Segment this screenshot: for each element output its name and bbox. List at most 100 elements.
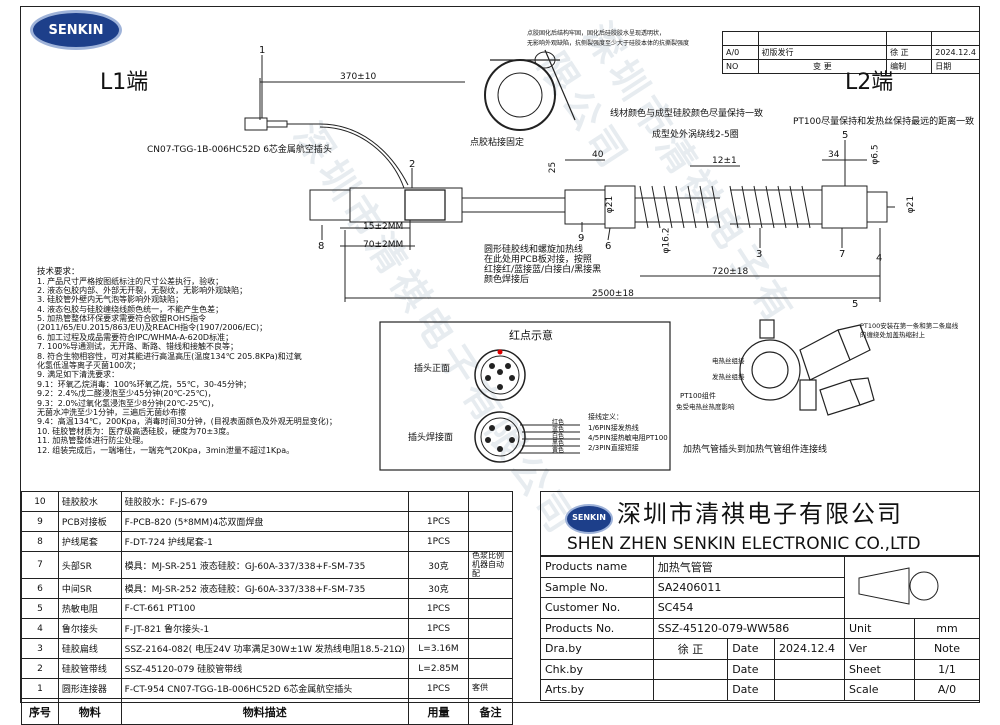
tech-line: 9.1：环氧乙烷消毒：100%环氧乙烷，55℃，30-45分钟； [37,379,252,389]
tech-line: 9.3：2.0%过氧化氢浸泡至少8分钟(20℃-25℃)， [37,398,219,408]
wire-color: 白色 [552,433,565,440]
tb-label: Products No. [540,617,654,639]
tech-line: 10. 硅胶管材质为：医疗级高透硅胶，硬度为70±3度。 [37,426,235,436]
tech-line: 1. 产品尺寸严格按图纸标注的尺寸公差执行，验收； [37,276,224,286]
bom-cell-no: 7 [21,550,59,580]
tb-label: Date [727,638,776,660]
bom-header-cell: 物料 [57,698,122,725]
tb-value: SSZ-45120-079-WW586 [652,617,845,639]
technical-requirements: 技术要求： 1. 产品尺寸严格按图纸标注的尺寸公差执行，验收；2. 液态包胶内部… [37,268,382,456]
wire-def: 1/6PIN接发热线 [588,424,639,432]
detail-note: 电热丝组接 [712,357,745,365]
bom-cell-name: 硅胶扁线 [57,638,122,660]
tb-label: Ver [843,638,915,660]
tb-value: mm [913,617,981,639]
wire-color-note: 线材颜色与成型硅胶颜色尽量保持一致 [610,109,764,119]
tb-label: Dra.by [540,638,654,660]
company-name-cn: 深圳市清祺电子有限公司 [617,500,903,528]
tb-row: Customer No. SC454 [540,597,980,619]
tb-value: 加热气管管 [652,556,845,578]
wire-color: 黄色 [552,447,565,454]
bom-cell-note [467,511,514,532]
dimension: 15±2MM [363,222,404,232]
bom-header-cell: 用量 [407,698,469,725]
tb-label: Sheet [843,658,915,680]
bom-cell-note [467,578,514,600]
tech-line: 9. 满足如下清洗要求： [37,370,120,380]
bom-cell-note: 色浆比例机器自动配 [467,550,514,580]
tb-value [774,679,845,701]
dimension: 2500±18 [592,289,634,299]
title-block: Products name 加热气管管 Sample No. SA2406011… [540,556,981,701]
bom-cell-qty: 30克 [407,550,469,580]
plug-front-label: 插头正面 [414,364,451,374]
pt100-note: PT100尽量保持和发热丝保持最远的距离一致 [793,117,975,127]
dimension: 720±18 [712,267,749,277]
bom-cell-no: 6 [21,578,59,600]
dimension: φ21 [605,195,616,214]
wire-def: 2/3PIN直接短接 [588,444,639,452]
tb-value: 1/1 [913,658,981,680]
bom-cell-name: 中间SR [57,578,122,600]
detail-note: 免受电热丝热度影响 [676,403,735,411]
bom-cell-qty: L=2.85M [407,658,469,680]
glue-note: 点胶固化后结构牢固，固化后硅胶胶水呈现透明状， [527,30,666,37]
tech-line: 11. 加热管整体进行防尘处理。 [37,436,149,446]
tb-value [652,679,729,701]
bom-cell-no: 3 [21,638,59,660]
company-name-en: SHEN ZHEN SENKIN ELECTRONIC CO.,LTD [567,534,921,554]
dimension: 70±2MM [363,240,404,250]
bom-cell-desc: F-DT-724 护线尾套-1 [120,531,409,552]
bom-cell-name: 热敏电阻 [57,598,122,620]
bom-cell-desc: F-CT-661 PT100 [120,598,409,620]
dimension: 40 [592,150,604,160]
bom-cell-note: 客供 [467,678,514,700]
callout-number: 5 [842,130,849,141]
bom-cell-note [467,618,514,640]
bom-cell-no: 8 [21,531,59,552]
tech-title: 技术要求： [37,267,80,277]
tb-value: 徐 正 [652,638,729,660]
bom-cell-qty: 1PCS [407,531,469,552]
bom-cell-no: 10 [21,491,59,512]
assembly-drawing [244,49,895,471]
tech-line: 化氢低温等离子灭菌100次； [37,361,141,371]
bom-cell-desc: SSZ-45120-079 硅胶管带线 [120,658,409,680]
bom-cell-no: 5 [21,598,59,620]
glue-label: 点胶粘接固定 [470,138,525,148]
tb-label: Scale [843,679,915,701]
tb-value: 2024.12.4 [774,638,845,660]
round-cable-note: 圆形硅胶线和螺旋加热线 [484,245,584,255]
bom-cell-note [467,658,514,680]
bom-cell-qty: 1PCS [407,618,469,640]
rev-date: 日期 [931,59,980,74]
tb-row: Products name 加热气管管 [540,556,981,619]
l1-end-label: L1端 [100,70,149,95]
tb-sketch [843,556,981,619]
wire-def-title: 接线定义： [588,413,623,421]
tech-line: 8. 符合生物相容性，可对其能进行高温高压(温度134℃ 205.8KPa)和过… [37,351,302,361]
callout-number: 5 [852,299,859,310]
wire-def: 4/5PIN接热敏电阻PT100 [588,434,668,442]
tech-line: 9.2：2.4%戊二醛浸泡至少45分钟(20℃-25℃)， [37,389,216,399]
bom-cell-desc: F-PCB-820 (5*8MM)4芯双面焊盘 [120,511,409,532]
bom-header: 序号 物料 物料描述 用量 备注 [21,698,514,725]
bom-cell-qty: 1PCS [407,678,469,700]
bom-cell-name: 头部SR [57,550,122,580]
dimension: 34 [828,150,840,160]
bom-cell-no: 2 [21,658,59,680]
bom-cell-name: 护线尾套 [57,531,122,552]
callout-number: 4 [876,253,883,264]
detail-note: PT100安装在第一条和第二条扁线 [860,322,959,330]
company-header: SENKIN 深圳市清祺电子有限公司 SHEN ZHEN SENKIN ELEC… [540,491,980,556]
tb-label: Date [727,679,776,701]
tb-value [652,658,729,680]
